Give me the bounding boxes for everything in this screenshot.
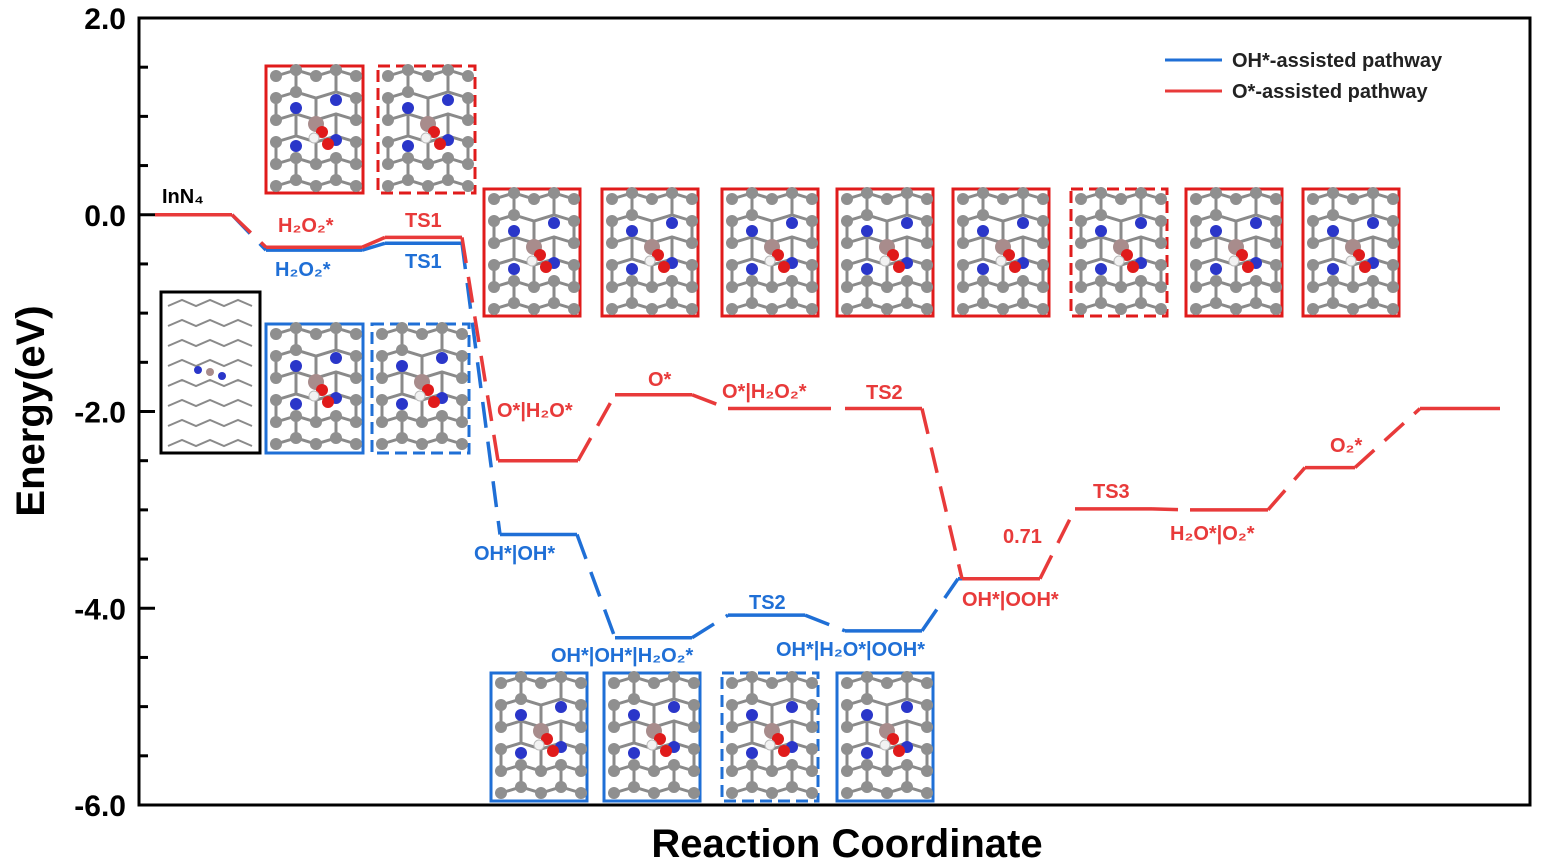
transition-connector	[576, 393, 617, 462]
transition-connector	[1353, 407, 1422, 469]
transition-connector	[804, 613, 846, 633]
transition-connector	[920, 408, 964, 580]
transition-connector	[361, 241, 386, 252]
structure-panel-blue	[489, 669, 589, 803]
y-tick-label: 0.0	[84, 200, 126, 233]
structure-panel-red-ts1	[376, 62, 477, 195]
transition-connector	[230, 213, 268, 249]
structure-panels-o-pathway	[482, 185, 1401, 318]
transition-connector	[1266, 466, 1307, 512]
transition-connector	[691, 613, 729, 640]
transition-connector	[920, 577, 960, 632]
state-label: H₂O₂*	[275, 259, 331, 281]
energy-series	[155, 213, 1500, 640]
transition-connector	[691, 393, 729, 411]
state-label: TS2	[866, 382, 903, 404]
structure-panel-red	[720, 185, 820, 318]
structure-panel-red	[1301, 185, 1401, 318]
state-label: TS1	[405, 210, 442, 232]
state-label: OH*|H₂O*|OOH*	[776, 639, 925, 661]
state-label: InN₄	[162, 186, 204, 208]
transition-connector	[1151, 507, 1191, 512]
structure-panel-ins4	[159, 290, 262, 455]
transition-connector	[460, 243, 502, 535]
legend: OH*-assisted pathway O*-assisted pathway	[1165, 50, 1443, 103]
structure-panel-blue-ts1	[370, 320, 471, 455]
structure-panel-blue	[720, 669, 820, 803]
state-label: OH*|OH*|H₂O₂*	[551, 645, 694, 667]
state-label: OH*|OH*	[474, 543, 555, 565]
structure-panel-red	[951, 185, 1051, 318]
legend-label-o: O*-assisted pathway	[1232, 81, 1429, 103]
structure-panel-red	[482, 185, 582, 318]
structure-panel-blue	[602, 669, 702, 803]
state-label: O*|H₂O*	[497, 400, 573, 422]
state-labels: InN₄H₂O₂*TS1H₂O₂*TS1O*|H₂O*O*O*|H₂O₂*TS2…	[162, 186, 1362, 667]
state-label: H₂O₂*	[278, 215, 334, 237]
state-label: H₂O*|O₂*	[1170, 523, 1255, 545]
state-label: TS1	[405, 251, 442, 273]
structure-panel-red	[600, 185, 700, 318]
structure-panel-blue-h2o2	[264, 320, 365, 455]
legend-label-oh: OH*-assisted pathway	[1232, 50, 1443, 72]
transition-connector	[1038, 508, 1077, 580]
state-label: OH*|OOH*	[962, 589, 1059, 611]
transition-connector	[575, 533, 617, 639]
y-axis-ticks	[139, 16, 155, 807]
structure-panels-oh-pathway	[489, 669, 935, 803]
y-tick-label: -2.0	[74, 397, 126, 430]
state-label: O*	[648, 369, 672, 391]
y-tick-label: -4.0	[74, 593, 126, 626]
y-tick-label: 2.0	[84, 3, 126, 36]
structure-panel-red	[835, 185, 935, 318]
state-label: TS3	[1093, 481, 1130, 503]
structure-panel-blue	[835, 669, 935, 803]
y-axis-tick-labels: 2.0 0.0 -2.0 -4.0 -6.0	[74, 3, 126, 823]
transition-connector	[361, 235, 386, 249]
structure-panel-red-h2o2	[264, 62, 365, 195]
structure-panel-red	[1069, 185, 1169, 318]
structure-panel-red	[1184, 185, 1284, 318]
state-label: O*|H₂O₂*	[722, 381, 807, 403]
y-tick-label: -6.0	[74, 790, 126, 823]
y-axis-title: Energy(eV)	[9, 305, 53, 516]
structure-panels	[159, 62, 1401, 803]
state-label: O₂*	[1330, 435, 1362, 457]
x-axis-title: Reaction Coordinate	[651, 822, 1042, 864]
series-o-assisted	[155, 213, 1500, 581]
state-label: TS2	[749, 592, 786, 614]
barrier-annotation: 0.71	[1003, 526, 1042, 548]
